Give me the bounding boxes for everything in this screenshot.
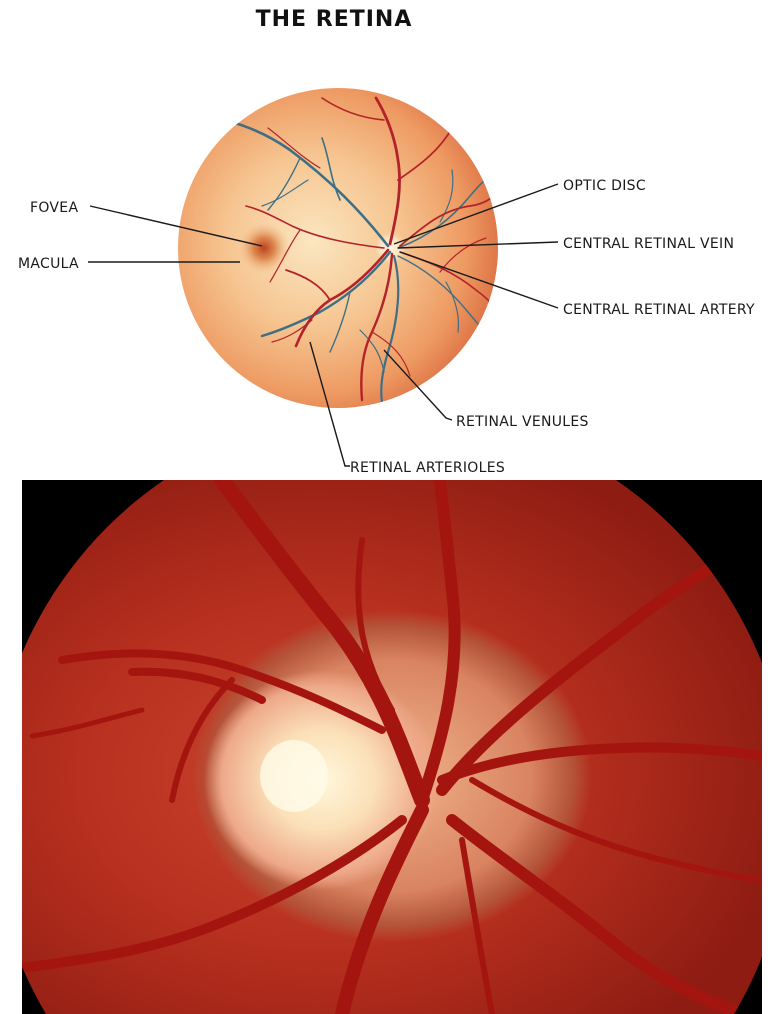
macula-label: MACULA <box>18 256 79 272</box>
central-retinal-artery-label: CENTRAL RETINAL ARTERY <box>563 302 755 318</box>
page-title: THE RETINA <box>256 7 413 32</box>
retinal-arterioles-label: RETINAL ARTERIOLES <box>350 460 505 476</box>
optic-disc-label: OPTIC DISC <box>563 178 646 194</box>
retina-diagram: THE RETINA <box>0 0 780 480</box>
macula-spot <box>238 222 290 274</box>
central-retinal-vein-label: CENTRAL RETINAL VEIN <box>563 236 734 252</box>
fovea-label: FOVEA <box>30 200 78 216</box>
retina-disc-illustration <box>178 88 498 408</box>
retinal-venules-label: RETINAL VENULES <box>456 414 589 430</box>
fundus-photograph <box>22 480 762 1014</box>
